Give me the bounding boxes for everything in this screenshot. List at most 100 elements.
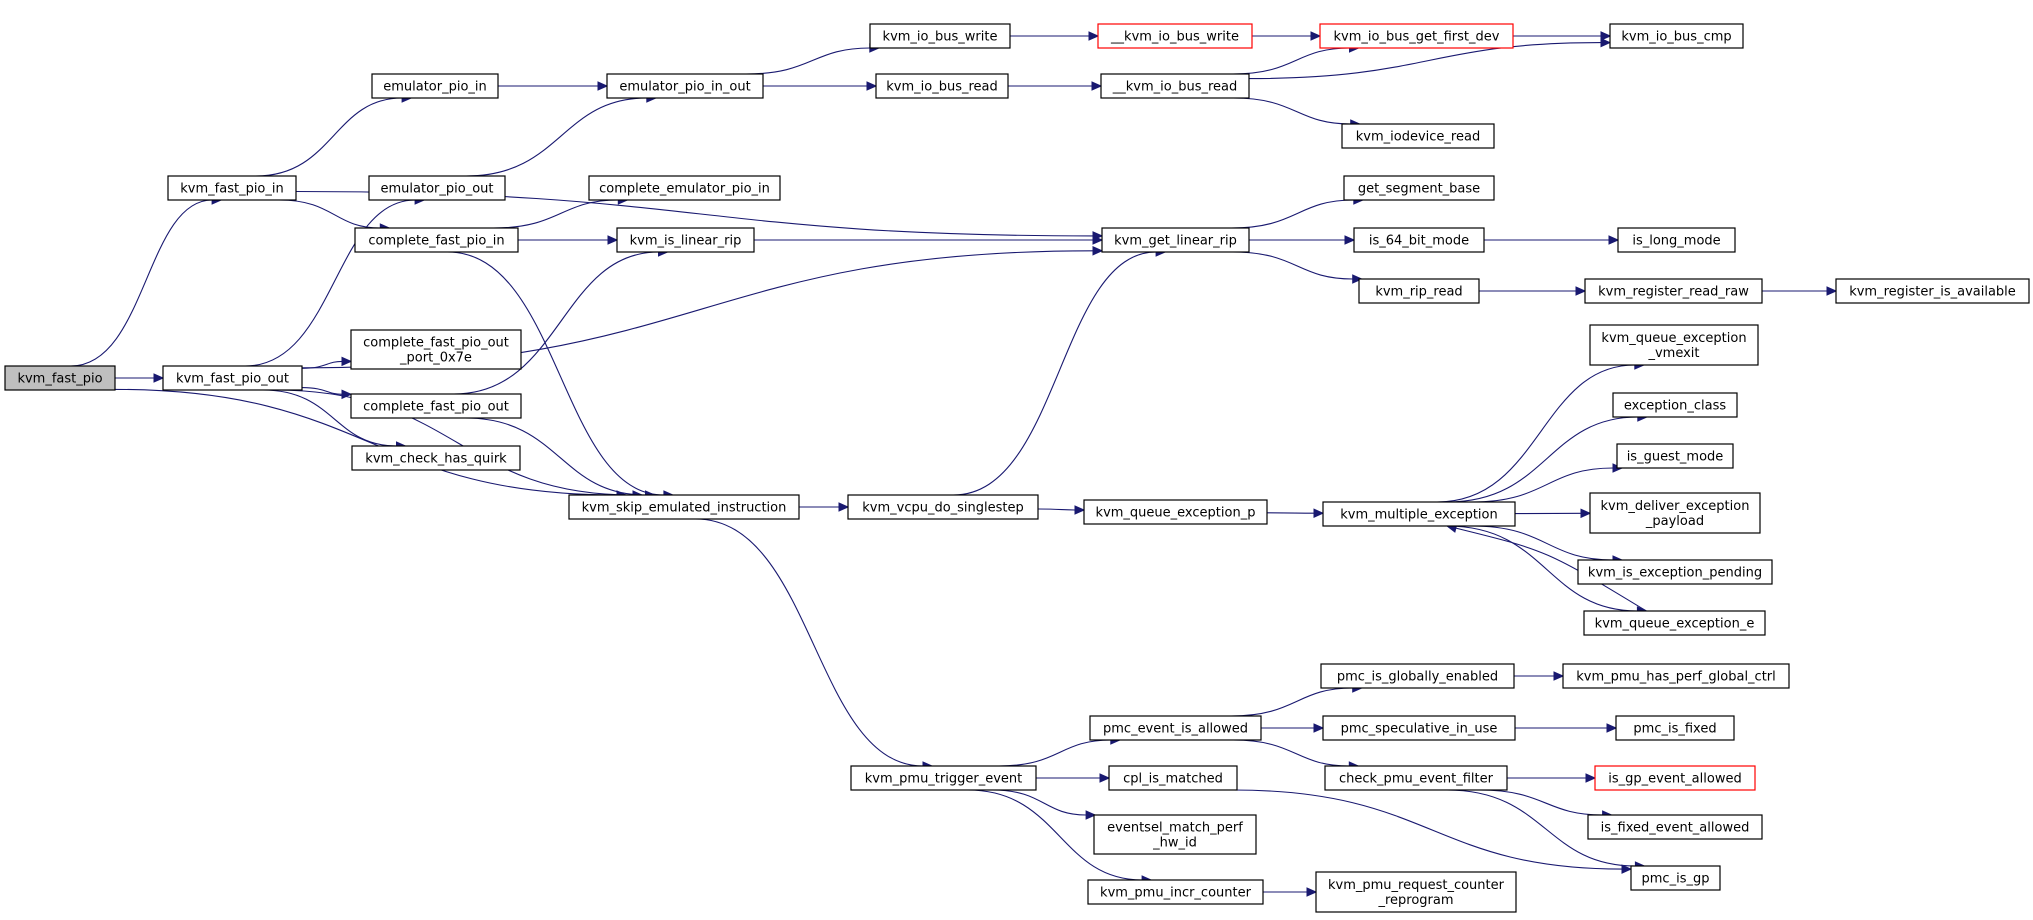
node-get-segment-base[interactable]: get_segment_base (1343, 175, 1495, 201)
edge-kvm-io-bus-read-to-kvm-io-bus-cmp (1248, 37, 1612, 80)
node-box (1609, 23, 1744, 49)
arrowhead (1088, 31, 1100, 41)
node-kvm-fast-pio-out[interactable]: kvm_fast_pio_out (162, 365, 303, 391)
node-kvm-check-has-quirk[interactable]: kvm_check_has_quirk (351, 445, 521, 471)
arrowhead (1575, 286, 1587, 296)
node-is-64-bit-mode[interactable]: is_64_bit_mode (1353, 227, 1485, 253)
edge-pmc-event-is-allowed-to-pmc-is-globally-enabled (1231, 683, 1363, 717)
node-complete-fast-pio-out-port-0x7e[interactable]: complete_fast_pio_out_port_0x7e (350, 329, 522, 370)
node-box (1630, 865, 1721, 891)
edge-line (1455, 527, 1647, 612)
node-kvm-rip-read[interactable]: kvm_rip_read (1358, 278, 1480, 304)
node-kvm-io-bus-write[interactable]: kvm_io_bus_write (869, 23, 1011, 49)
node-label: emulator_pio_in (383, 80, 487, 95)
node-box (1562, 663, 1790, 689)
edge-kvm-get-linear-rip-to-is-64-bit-mode (1249, 235, 1356, 245)
edge-kvm-fast-pio-in-to-emulator-pio-in (255, 93, 413, 177)
node-label: kvm_io_bus_read (886, 80, 998, 95)
node-label: is_64_bit_mode (1369, 234, 1469, 249)
node-label: pmc_speculative_in_use (1341, 722, 1498, 737)
edge-is-64-bit-mode-to-is-long-mode (1484, 235, 1620, 245)
edge-kvm-io-bus-read-to-kvm-iodevice-read (1233, 97, 1361, 129)
node-label: kvm_is_exception_pending (1588, 566, 1762, 581)
node-is-fixed-event-allowed[interactable]: is_fixed_event_allowed (1587, 814, 1763, 840)
node-is-gp-event-allowed[interactable]: is_gp_event_allowed (1594, 765, 1756, 791)
node-pmc-is-globally-enabled[interactable]: pmc_is_globally_enabled (1320, 663, 1515, 689)
node-emulator-pio-in[interactable]: emulator_pio_in (371, 73, 499, 99)
edge-emulator-pio-in-to-emulator-pio-in-out (497, 81, 609, 91)
node-is-guest-mode[interactable]: is_guest_mode (1616, 443, 1734, 469)
node-kvm-io-bus-read[interactable]: kvm_io_bus_read (875, 73, 1009, 99)
node-kvm-queue-exception-e[interactable]: kvm_queue_exception_e (1583, 610, 1766, 636)
node-kvm-is-exception-pending[interactable]: kvm_is_exception_pending (1577, 559, 1773, 585)
node-kvm-fast-pio-in[interactable]: kvm_fast_pio_in (167, 175, 297, 201)
edge-kvm-rip-read-to-kvm-register-read-raw (1478, 286, 1587, 296)
edge-line (245, 199, 416, 367)
node-kvm-pmu-request-counter-reprogram[interactable]: kvm_pmu_request_counter_reprogram (1315, 871, 1517, 913)
node-pmc-is-fixed[interactable]: pmc_is_fixed (1615, 715, 1735, 741)
edge-line (1447, 525, 1638, 612)
node-label: kvm_pmu_request_counter (1328, 878, 1505, 893)
edge-kvm-vcpu-do-singlestep-to-kvm-queue-exception-p (1037, 505, 1086, 515)
node-kvm-is-linear-rip[interactable]: kvm_is_linear_rip (616, 227, 755, 253)
edge-check-pmu-event-filter-to-is-gp-event-allowed (1507, 773, 1597, 783)
node-complete-fast-pio-in[interactable]: complete_fast_pio_in (354, 227, 519, 253)
node-pmc-speculative-in-use[interactable]: pmc_speculative_in_use (1322, 715, 1516, 741)
node-label: eventsel_match_perf (1107, 821, 1243, 836)
node-kvm-register-is-available[interactable]: kvm_register_is_available (1835, 278, 2030, 304)
node-eventsel-match-perf-hw-id[interactable]: eventsel_match_perf_hw_id (1093, 814, 1257, 855)
node-kvm-pmu-incr-counter[interactable]: kvm_pmu_incr_counter (1087, 879, 1264, 905)
node-check-pmu-event-filter[interactable]: check_pmu_event_filter (1324, 765, 1508, 791)
arrowhead (1306, 887, 1318, 897)
node-kvm-deliver-exception-payload[interactable]: kvm_deliver_exception_payload (1589, 492, 1761, 534)
edge-kvm-multiple-exception-to-kvm-deliver-exception-payload (1514, 508, 1592, 519)
edge-kvm-fast-pio-out-to-complete-fast-pio-out-port-0x7e (301, 356, 353, 369)
node-kvm-pmu-has-perf-global-ctrl[interactable]: kvm_pmu_has_perf_global_ctrl (1562, 663, 1790, 689)
node-emulator-pio-out[interactable]: emulator_pio_out (368, 175, 506, 201)
node-label: kvm_multiple_exception (1340, 508, 1498, 523)
node-complete-fast-pio-out[interactable]: complete_fast_pio_out (350, 393, 522, 419)
node-box (354, 227, 519, 253)
node-box (1341, 123, 1495, 149)
node-kvm-vcpu-do-singlestep[interactable]: kvm_vcpu_do_singlestep (847, 494, 1039, 520)
node-kvm-io-bus-cmp[interactable]: kvm_io_bus_cmp (1609, 23, 1744, 49)
edge-pmc-speculative-in-use-to-pmc-is-fixed (1515, 723, 1618, 733)
node-label: cpl_is_matched (1123, 772, 1223, 787)
node-kvm-pmu-trigger-event[interactable]: kvm_pmu_trigger_event (850, 765, 1037, 791)
node-box (368, 175, 506, 201)
node-kvm-iodevice-read[interactable]: kvm_iodevice_read (1341, 123, 1495, 149)
node-kvm-get-linear-rip[interactable]: kvm_get_linear_rip (1101, 227, 1250, 253)
node-label: emulator_pio_in_out (619, 80, 750, 95)
node-kvm-io-bus-read[interactable]: __kvm_io_bus_read (1100, 73, 1250, 99)
edge-line (114, 388, 618, 496)
node-kvm-queue-exception-p[interactable]: kvm_queue_exception_p (1083, 499, 1268, 525)
node-label: kvm_io_bus_cmp (1621, 30, 1731, 45)
node-pmc-event-is-allowed[interactable]: pmc_event_is_allowed (1089, 715, 1262, 741)
node-label: complete_emulator_pio_in (599, 182, 770, 197)
node-label: kvm_fast_pio_in (180, 182, 283, 197)
arrowhead (1092, 235, 1104, 245)
node-kvm-io-bus-get-first-dev[interactable]: kvm_io_bus_get_first_dev (1319, 23, 1514, 49)
node-box (1322, 715, 1516, 741)
node-kvm-fast-pio[interactable]: kvm_fast_pio (4, 365, 116, 391)
node-is-long-mode[interactable]: is_long_mode (1617, 227, 1736, 253)
node-pmc-is-gp[interactable]: pmc_is_gp (1630, 865, 1721, 891)
node-box (1315, 871, 1517, 913)
arrowhead (341, 356, 353, 367)
arrowhead (1344, 235, 1356, 245)
node-cpl-is-matched[interactable]: cpl_is_matched (1108, 765, 1238, 791)
node-box (1594, 765, 1756, 791)
node-box (1616, 443, 1734, 469)
node-complete-emulator-pio-in[interactable]: complete_emulator_pio_in (588, 175, 781, 201)
node-emulator-pio-in-out[interactable]: emulator_pio_in_out (606, 73, 764, 99)
node-kvm-queue-exception-vmexit[interactable]: kvm_queue_exception_vmexit (1589, 324, 1759, 366)
node-kvm-multiple-exception[interactable]: kvm_multiple_exception (1322, 501, 1516, 527)
node-kvm-register-read-raw[interactable]: kvm_register_read_raw (1584, 278, 1763, 304)
edge-kvm-register-read-raw-to-kvm-register-is-available (1761, 286, 1838, 296)
node-kvm-skip-emulated-instruction[interactable]: kvm_skip_emulated_instruction (568, 494, 800, 520)
node-exception-class[interactable]: exception_class (1612, 392, 1738, 418)
arrowhead (597, 81, 609, 91)
node-box (1108, 765, 1238, 791)
node-kvm-io-bus-write[interactable]: __kvm_io_bus_write (1097, 23, 1253, 49)
edge-line (1232, 251, 1353, 280)
